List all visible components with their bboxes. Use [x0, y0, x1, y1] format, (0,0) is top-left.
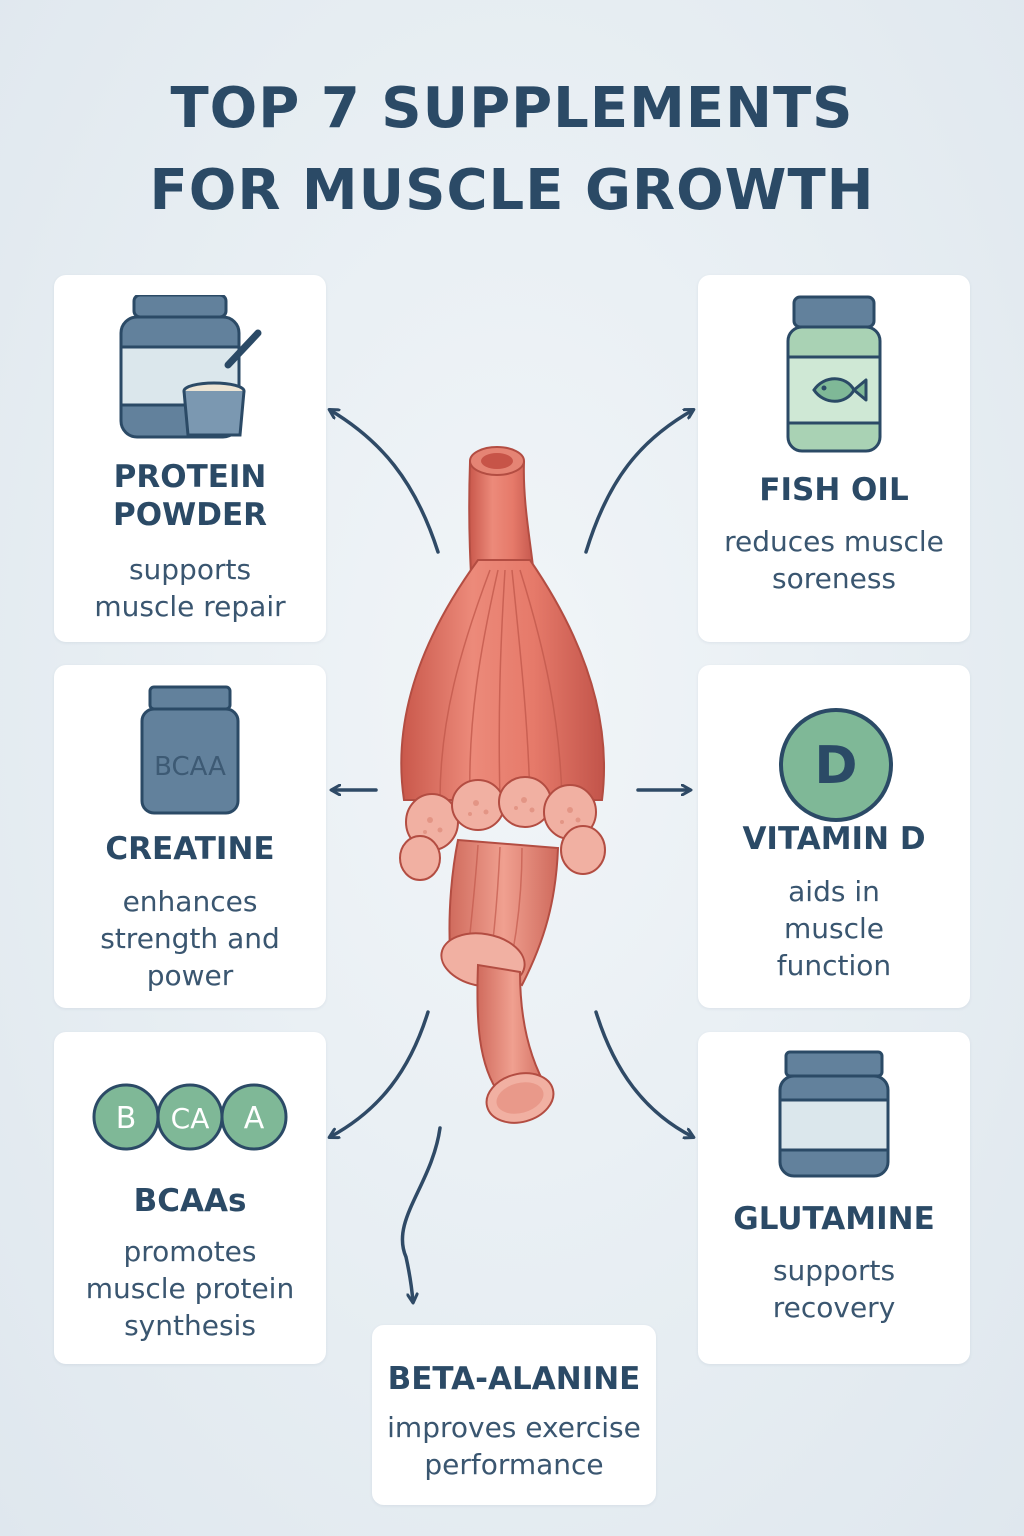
icon-label: D: [814, 736, 857, 796]
supplement-description: aids in muscle function: [776, 875, 892, 982]
fish-oil-bottle-icon: [786, 295, 882, 453]
supplement-description: enhances strength and power: [100, 885, 280, 992]
card-vitamin-d: D VITAMIN D aids in muscle function: [698, 665, 970, 1008]
protein-jar-scoop-icon: [119, 295, 262, 439]
supplement-name: FISH OIL: [759, 472, 909, 508]
card-creatine: BCAA CREATINE enhances strength and powe…: [54, 665, 326, 1008]
supplement-description: supports recovery: [772, 1254, 896, 1324]
page-title: TOP 7 SUPPLEMENTS FOR MUSCLE GROWTH: [0, 68, 1024, 232]
supplement-name: BCAAs: [133, 1183, 247, 1219]
supplement-description: reduces muscle soreness: [724, 525, 944, 595]
icon-label: BCAA: [154, 752, 226, 782]
card-glutamine: GLUTAMINE supports recovery: [698, 1032, 970, 1364]
supplement-name: PROTEIN POWDER: [112, 459, 268, 533]
supplement-name: BETA-ALANINE: [387, 1361, 641, 1397]
supplement-description: promotes muscle protein synthesis: [85, 1235, 295, 1342]
card-beta-alanine: BETA-ALANINE improves exercise performan…: [372, 1325, 656, 1505]
bcaa-letter: A: [244, 1101, 265, 1136]
glutamine-jar-icon: [778, 1050, 890, 1178]
title-line-1: TOP 7 SUPPLEMENTS: [170, 76, 854, 141]
arrow-protein: [330, 410, 440, 554]
card-protein-powder: PROTEIN POWDER supports muscle repair: [54, 275, 326, 642]
title-line-2: FOR MUSCLE GROWTH: [149, 158, 875, 223]
supplement-name: GLUTAMINE: [733, 1201, 935, 1237]
supplement-description: supports muscle repair: [94, 553, 286, 623]
supplement-description: improves exercise performance: [387, 1411, 641, 1481]
bcaa-letter: B: [116, 1101, 137, 1136]
vitamin-d-icon: D: [779, 708, 893, 822]
supplement-name: CREATINE: [105, 831, 275, 867]
card-fish-oil: FISH OIL reduces muscle soreness: [698, 275, 970, 642]
arrow-beta-alanine: [400, 1126, 442, 1302]
bcaa-jar-icon: BCAA: [140, 685, 240, 815]
supplement-name: VITAMIN D: [742, 821, 926, 857]
bcaa-letter: CA: [171, 1102, 210, 1135]
arrow-fish-oil: [584, 410, 693, 554]
arrow-glutamine: [594, 1010, 693, 1137]
card-bcaas: B CA A BCAAs promotes muscle protein syn…: [54, 1032, 326, 1364]
arrow-bcaas: [330, 1010, 430, 1137]
bcaa-circles-icon: B CA A: [92, 1083, 288, 1151]
